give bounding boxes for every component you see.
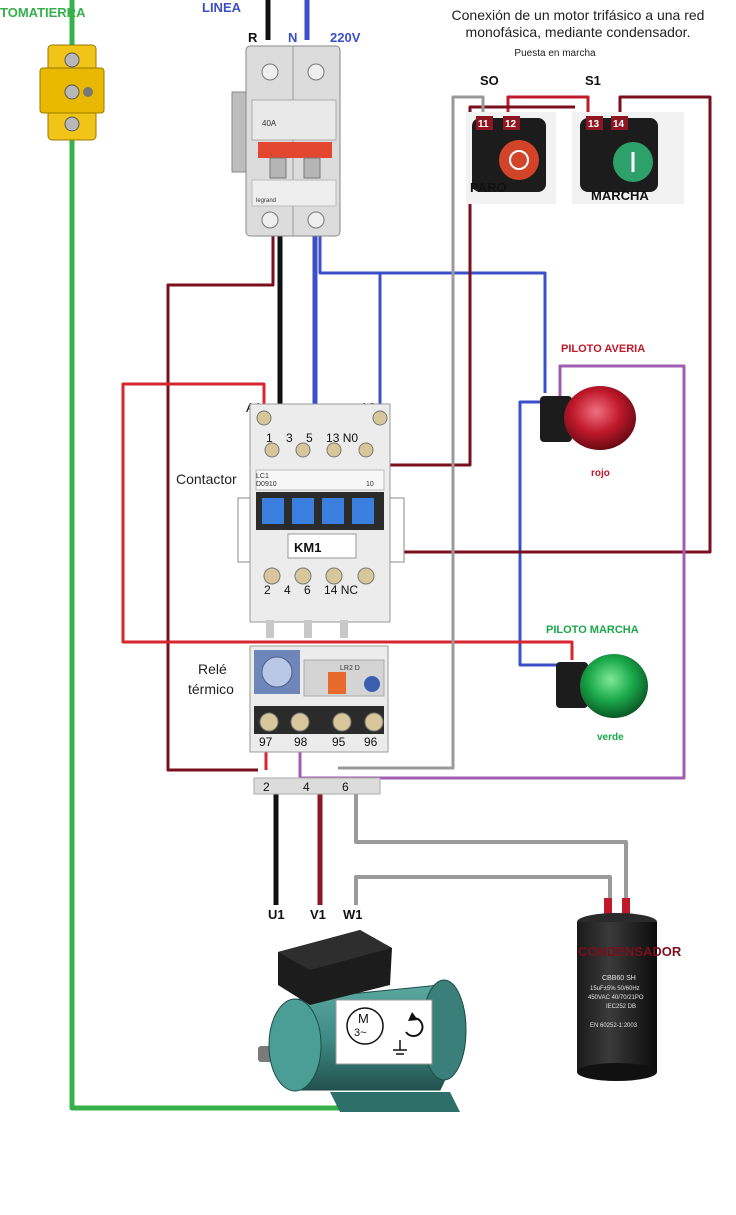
label-s1: S1: [585, 73, 601, 88]
label-so: SO: [480, 73, 499, 88]
cap-line-1: CBB60 SH: [602, 975, 636, 982]
wire-w1-cap-a: [354, 790, 628, 905]
cap-line-5: EN 60252-1:2003: [590, 1023, 638, 1029]
label-n: N: [288, 30, 297, 45]
cap-line-2: 15uF±5% 50/60Hz: [590, 986, 640, 992]
wire-a1-coil: [121, 382, 574, 660]
ground-terminal: [39, 44, 105, 141]
breaker-brand: legrand: [256, 198, 276, 204]
relay-model: LR2 D: [340, 665, 360, 672]
label-v1: V1: [310, 907, 326, 922]
wire-gray-so: [338, 95, 485, 770]
label-w1: W1: [343, 907, 363, 922]
label-paro: PARO: [470, 180, 507, 195]
capacitor: CBB60 SH 15uF±5% 50/60Hz 450VAC 40/70/21…: [577, 898, 657, 1081]
motor: M 3~: [258, 930, 467, 1112]
thermal-relay: LR2 D 97 98 95 96 2 4 6: [249, 645, 389, 795]
title-subtitle: Puesta en marcha: [514, 48, 596, 59]
label-220v: 220V: [330, 30, 361, 45]
label-u1: U1: [268, 907, 285, 922]
label-r: R: [248, 30, 258, 45]
title-line-1: Conexión de un motor trifásico a una red: [452, 7, 705, 23]
wire-neutral-pilots: [318, 232, 547, 393]
contactor-model-code: D0910: [256, 481, 277, 488]
stop-button: 11 12: [466, 112, 556, 204]
relay-terminal-98: 98: [294, 735, 308, 749]
wire-ground: [69, 0, 355, 1111]
relay-out-2: 2: [263, 780, 270, 794]
label-contactor: Contactor: [176, 471, 237, 487]
pilot-lamp-red: [540, 386, 636, 450]
label-condensador: CONDENSADOR: [578, 944, 682, 959]
label-piloto-averia: PILOTO AVERIA: [561, 343, 645, 355]
label-verde: verde: [597, 732, 624, 743]
contactor-bottom-terminals: 2 4 6 14 NC: [264, 583, 358, 597]
label-marcha: MARCHA: [591, 188, 649, 203]
label-linea: LINEA: [202, 0, 242, 15]
label-t14: 14: [613, 119, 625, 130]
title-line-2: monofásica, mediante condensador.: [466, 24, 691, 40]
label-t13: 13: [588, 119, 600, 130]
label-rele: Relé: [198, 661, 227, 677]
relay-terminal-95: 95: [332, 735, 346, 749]
label-termico: térmico: [188, 681, 234, 697]
wire-neutral-pilot-link: [518, 400, 565, 667]
motor-symbol-m: M: [358, 1011, 369, 1026]
label-rojo: rojo: [591, 468, 610, 479]
label-t12: 12: [505, 119, 517, 130]
wire-phase-to-relay: [166, 232, 275, 772]
relay-out-4: 4: [303, 780, 310, 794]
contactor: 1 3 5 13 N0 2 4 6 14 NC LC1 D0910 10 KM1: [237, 403, 405, 638]
relay-terminal-96: 96: [364, 735, 378, 749]
contactor-aux: 10: [366, 481, 374, 488]
wire-w1-cap-b: [354, 875, 612, 905]
relay-terminal-97: 97: [259, 735, 273, 749]
motor-symbol-3: 3~: [354, 1027, 367, 1039]
start-button: 13 14: [572, 112, 684, 204]
label-tomatierra: TOMATIERRA: [0, 5, 86, 20]
cap-line-3: 450VAC 40/70/21PO: [588, 995, 644, 1001]
pilot-lamp-green: [556, 654, 648, 718]
breaker-rating: 40A: [262, 119, 277, 128]
circuit-breaker: 40A legrand: [231, 45, 341, 237]
label-piloto-marcha: PILOTO MARCHA: [546, 624, 639, 636]
relay-out-6: 6: [342, 780, 349, 794]
cap-line-4: IEC252 DB: [606, 1004, 636, 1010]
wire-averia: [298, 364, 686, 780]
contactor-top-terminals: 1 3 5 13 N0: [266, 431, 358, 445]
label-t11: 11: [478, 119, 489, 130]
label-km1: KM1: [294, 540, 321, 555]
contactor-model: LC1: [256, 473, 269, 480]
